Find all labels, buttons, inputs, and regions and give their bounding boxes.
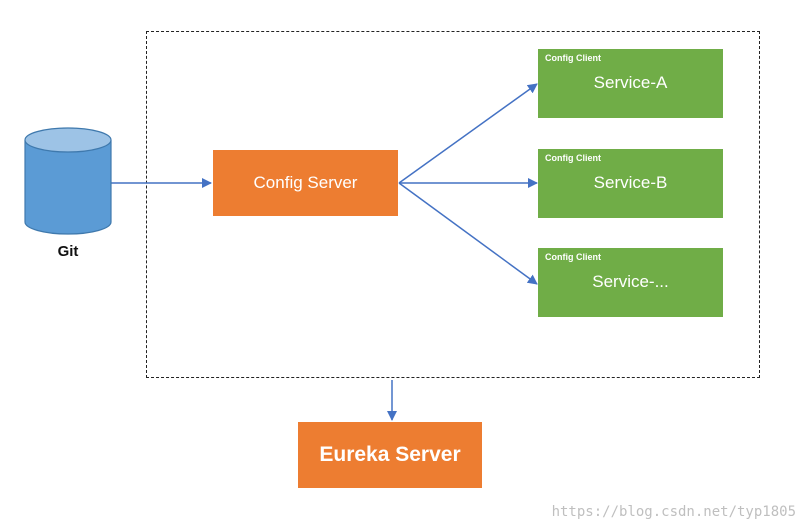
config-client-tag: Config Client: [545, 53, 601, 63]
eureka-server-label: Eureka Server: [319, 443, 461, 466]
config-client-tag: Config Client: [545, 252, 601, 262]
config-server-label: Config Server: [253, 173, 358, 192]
config-boundary: [146, 31, 760, 378]
git-label: Git: [57, 243, 79, 260]
service-b-box: Config Client Service-B: [538, 149, 723, 218]
arrow-config-server-to-service-n: [398, 182, 538, 285]
database-cylinder-icon: [24, 127, 112, 235]
service-name: Service-B: [593, 173, 668, 192]
service-n-box: Config Client Service-...: [538, 248, 723, 317]
config-server-box: Config Server: [213, 150, 398, 216]
service-name: Service-...: [592, 272, 669, 291]
eureka-server-box: Eureka Server: [298, 422, 482, 488]
arrow-config-server-to-service-a: [398, 83, 538, 184]
service-name: Service-A: [593, 73, 668, 92]
watermark-text: https://blog.csdn.net/typ1805: [551, 504, 796, 520]
service-a-box: Config Client Service-A: [538, 49, 723, 118]
config-client-tag: Config Client: [545, 153, 601, 163]
